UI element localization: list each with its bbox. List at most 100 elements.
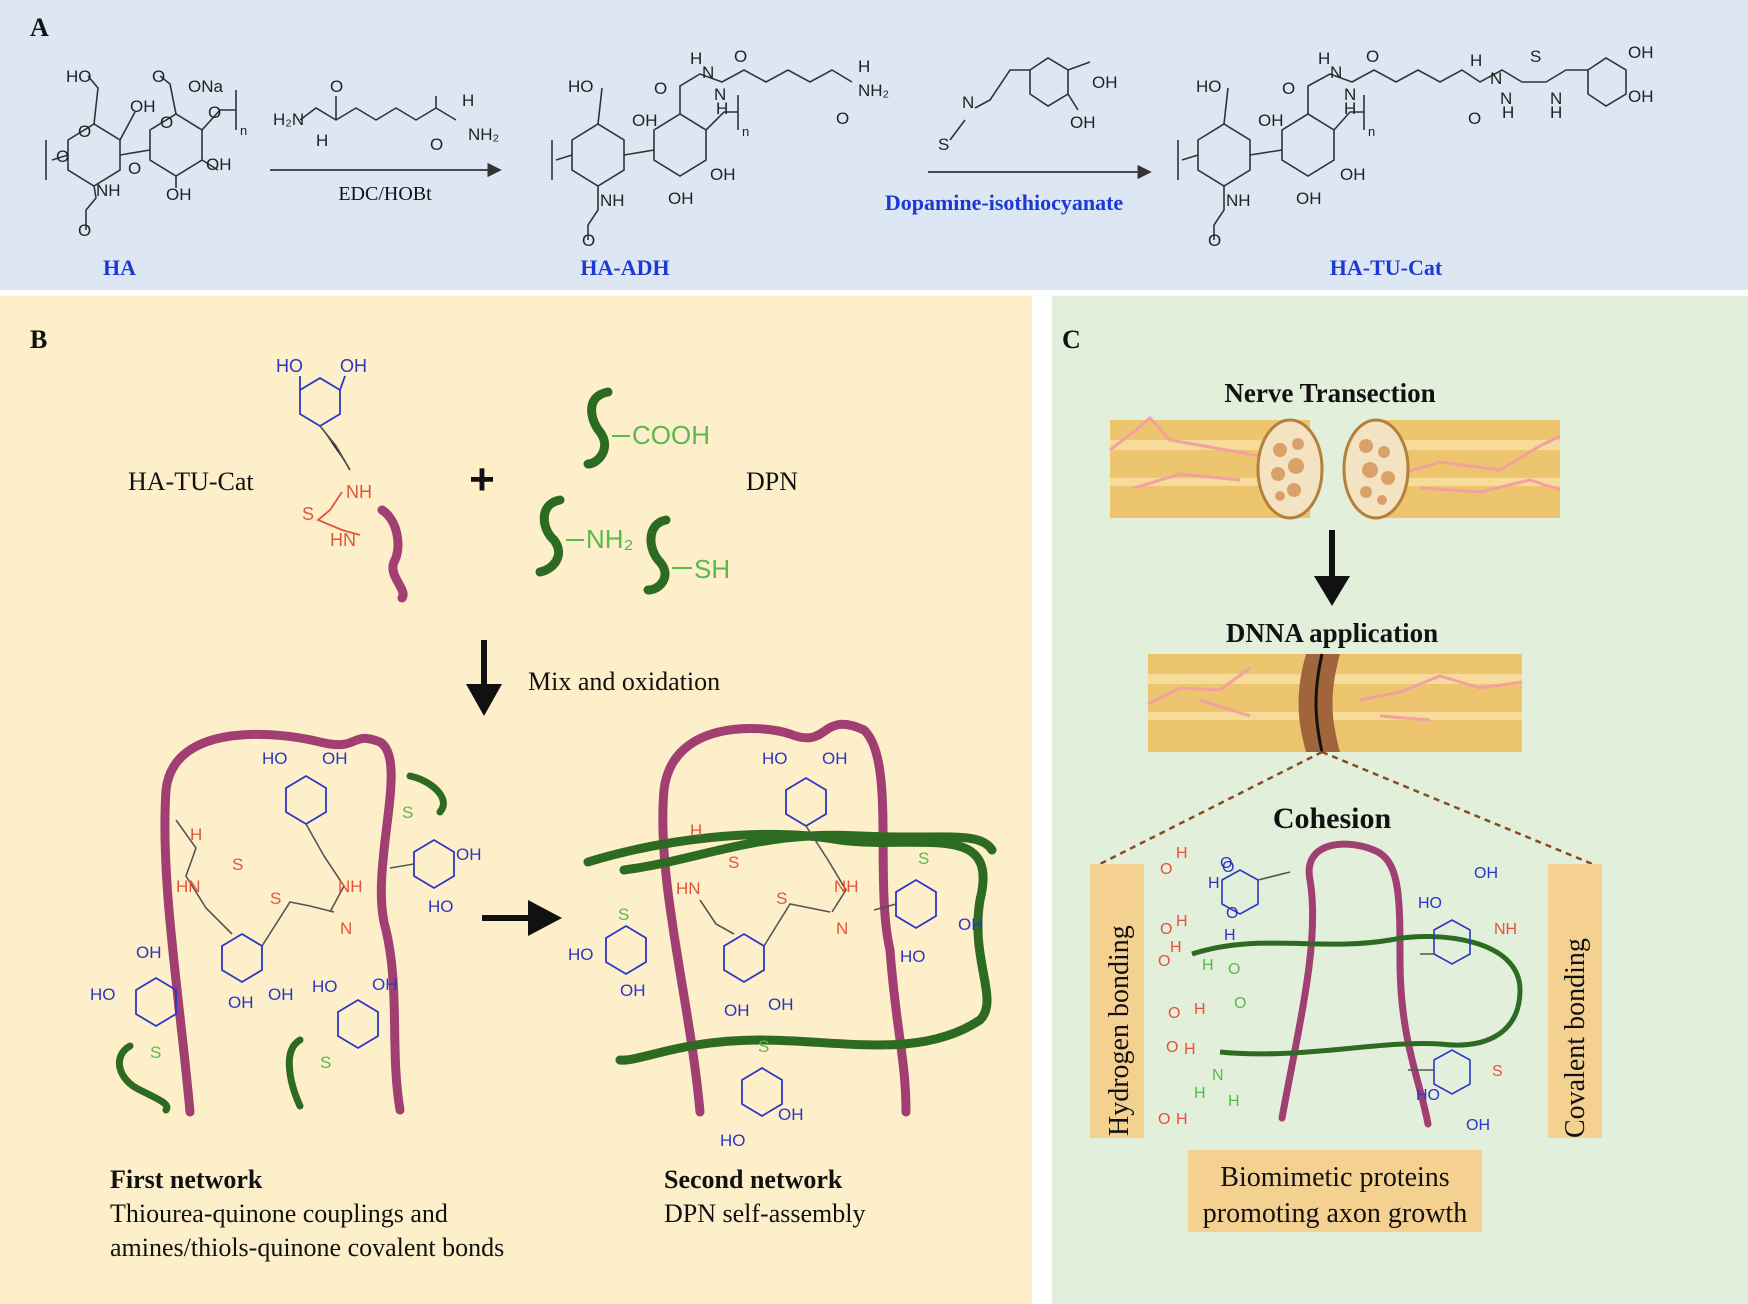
svg-text:n: n	[240, 123, 247, 138]
svg-text:N: N	[962, 93, 974, 112]
svg-text:O: O	[1158, 953, 1170, 970]
adh-reagent: H₂N O H H NH₂ O	[273, 77, 499, 154]
svg-text:N: N	[1330, 63, 1342, 82]
svg-text:S: S	[618, 905, 629, 924]
svg-text:OH: OH	[268, 985, 294, 1004]
svg-text:H: H	[316, 131, 328, 150]
svg-text:HO: HO	[428, 897, 454, 916]
svg-text:H: H	[690, 821, 702, 840]
first-network: HO OH OH HO OH OH OH HO HO OH H S HN S N…	[90, 729, 482, 1117]
svg-text:OH: OH	[668, 189, 694, 208]
cooh-group: COOH	[632, 420, 710, 450]
svg-text:OH: OH	[456, 845, 482, 864]
panel-b-letter: B	[30, 325, 47, 354]
svg-text:OH: OH	[206, 155, 232, 174]
svg-text:OH: OH	[1070, 113, 1096, 132]
svg-text:O: O	[734, 47, 747, 66]
svg-text:O: O	[78, 122, 91, 141]
svg-text:O: O	[1234, 995, 1246, 1012]
reactant-dpn: DPN	[746, 467, 798, 496]
svg-text:OH: OH	[372, 975, 398, 994]
svg-text:H: H	[1176, 845, 1188, 862]
svg-text:N: N	[702, 63, 714, 82]
step2-reagent: Dopamine-isothiocyanate	[885, 190, 1124, 215]
svg-text:O: O	[1160, 861, 1172, 878]
svg-text:O: O	[1282, 79, 1295, 98]
svg-text:OH: OH	[1092, 73, 1118, 92]
svg-text:OH: OH	[1258, 111, 1284, 130]
svg-text:O: O	[654, 79, 667, 98]
svg-text:S: S	[1492, 1063, 1503, 1080]
svg-text:S: S	[150, 1043, 161, 1062]
svg-text:O: O	[78, 221, 91, 240]
nerve-transection-title: Nerve Transection	[1224, 378, 1435, 408]
first-network-desc-line2: amines/thiols-quinone covalent bonds	[110, 1233, 504, 1262]
first-network-title: First network	[110, 1165, 263, 1194]
svg-text:H: H	[1194, 1001, 1206, 1018]
ha-adh-label: HA-ADH	[580, 255, 669, 280]
svg-text:HN: HN	[176, 877, 201, 896]
svg-text:N: N	[340, 919, 352, 938]
svg-text:S: S	[918, 849, 929, 868]
svg-text:OH: OH	[1628, 87, 1654, 106]
svg-text:O: O	[1220, 855, 1232, 872]
svg-text:OH: OH	[136, 943, 162, 962]
svg-text:NH: NH	[1226, 191, 1251, 210]
svg-text:O: O	[330, 77, 343, 96]
svg-text:HO: HO	[568, 77, 594, 96]
svg-text:HN: HN	[330, 530, 356, 550]
svg-text:O: O	[152, 67, 165, 86]
step1-reagent: EDC/HOBt	[338, 183, 432, 205]
svg-text:NH₂: NH₂	[858, 81, 889, 100]
panel-b: B HA-TU-Cat + DPN HO OH NH S HN COOH	[0, 296, 1032, 1304]
svg-text:H: H	[858, 57, 870, 76]
ha-tu-cat-molecule: HO OH NH S HN	[276, 356, 408, 603]
dpn-molecules: COOH NH₂ SH	[535, 387, 730, 595]
ha-structure	[45, 75, 237, 230]
svg-text:OH: OH	[1474, 865, 1498, 882]
ha-label: HA	[103, 255, 136, 280]
svg-text:S: S	[302, 504, 314, 524]
svg-text:N: N	[714, 85, 726, 104]
network-arrow	[482, 900, 562, 936]
hydrogen-bonding-box	[1090, 864, 1144, 1138]
svg-text:S: S	[1530, 47, 1541, 66]
svg-text:O: O	[160, 113, 173, 132]
biomimetic-line1: Biomimetic proteins	[1220, 1162, 1449, 1193]
second-network: HO OH OH HO HO OH OH OH HO OH H S HN S N…	[568, 719, 997, 1150]
ha-adh-structure	[551, 69, 853, 240]
svg-text:O: O	[1226, 905, 1238, 922]
svg-text:O: O	[1468, 109, 1481, 128]
svg-text:OH: OH	[822, 749, 848, 768]
svg-text:S: S	[402, 803, 413, 822]
svg-text:OH: OH	[228, 993, 254, 1012]
svg-text:N: N	[1500, 89, 1512, 108]
dnna-application-title: DNNA application	[1226, 618, 1438, 648]
ha-adh-atom-labels: HO OH O H N N H O H NH₂ O n OH OH NH O	[568, 47, 889, 250]
svg-text:n: n	[742, 124, 749, 139]
svg-text:S: S	[728, 853, 739, 872]
panel-a-background	[0, 0, 1748, 290]
svg-text:S: S	[320, 1053, 331, 1072]
svg-text:H₂N: H₂N	[273, 110, 304, 129]
hydrogen-bonding-label: Hydrogen bonding	[1104, 925, 1135, 1136]
svg-text:S: S	[758, 1037, 769, 1056]
svg-text:H: H	[1184, 1041, 1196, 1058]
mix-arrow	[466, 640, 502, 716]
transection-arrow	[1314, 530, 1350, 606]
ha-atom-labels: HO OH O ONa O n O O O O OH OH NH O	[56, 67, 247, 240]
ha-tu-cat-label: HA-TU-Cat	[1330, 255, 1443, 280]
svg-text:H: H	[1318, 49, 1330, 68]
svg-text:OH: OH	[778, 1105, 804, 1124]
panel-a-letter: A	[30, 13, 49, 42]
svg-text:S: S	[776, 889, 787, 908]
svg-text:O: O	[1222, 859, 1234, 876]
panel-a: A HO OH O ONa O n O O O O	[0, 0, 1748, 290]
covalent-bonding-box	[1548, 864, 1602, 1138]
svg-text:H: H	[1502, 103, 1514, 122]
plus-sign: +	[469, 455, 495, 504]
sh-group: SH	[694, 554, 730, 584]
svg-text:HO: HO	[262, 749, 288, 768]
svg-text:H: H	[1202, 957, 1214, 974]
